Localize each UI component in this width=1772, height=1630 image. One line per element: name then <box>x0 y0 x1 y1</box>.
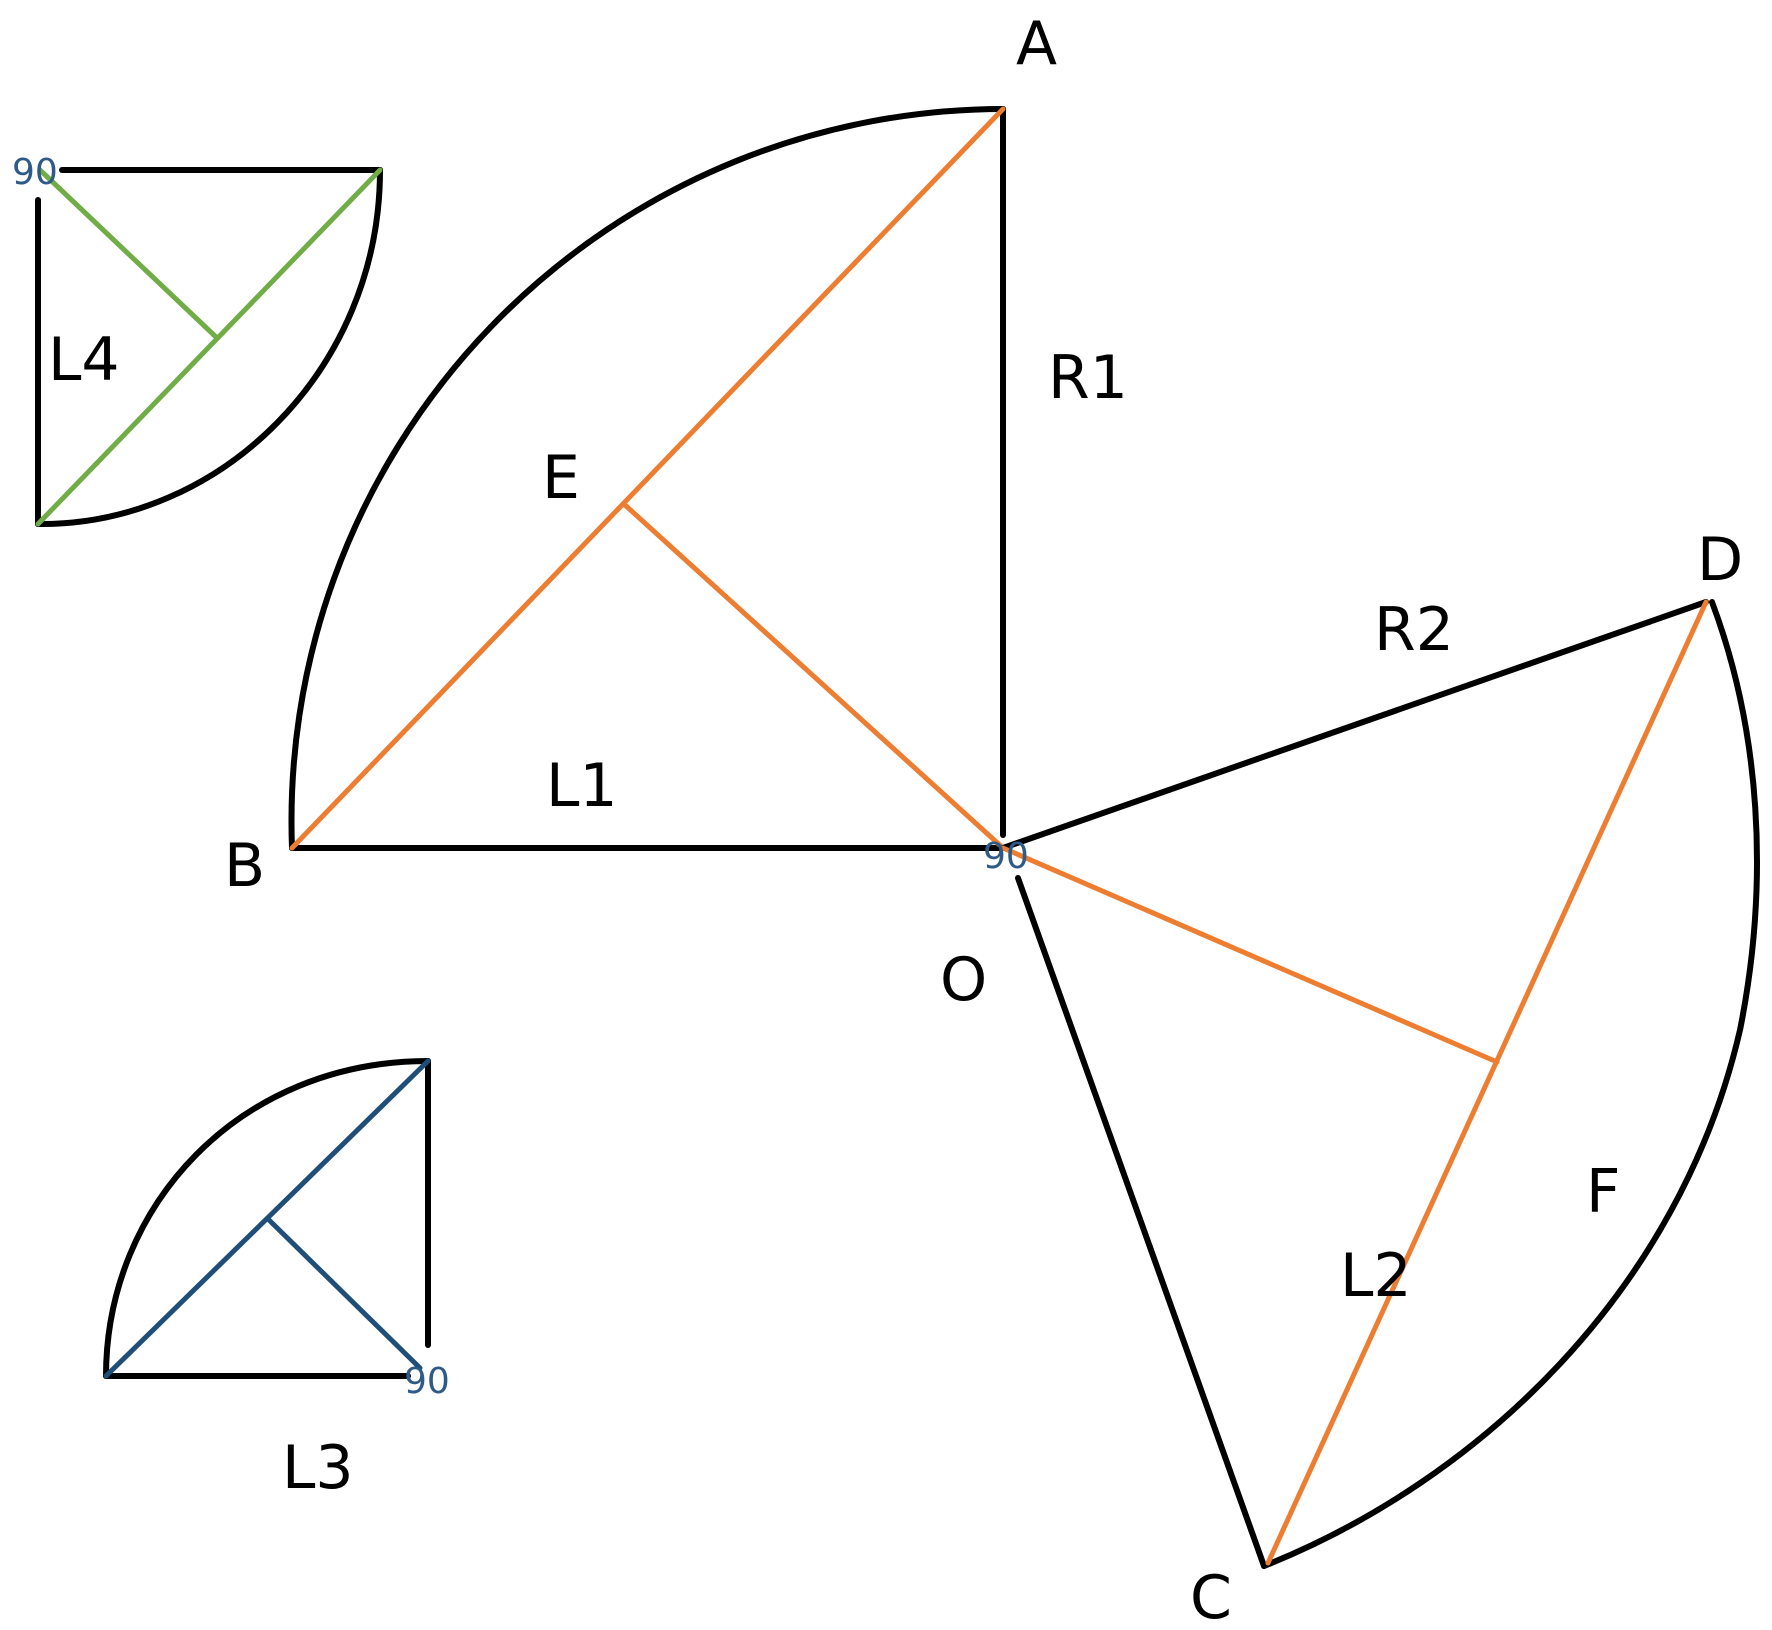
label-e: E <box>542 443 580 513</box>
l4-chord <box>35 167 383 527</box>
label-f: F <box>1586 1157 1621 1227</box>
radius-oc <box>1015 875 1267 1569</box>
radius-od <box>1000 599 1709 851</box>
quarter-sector-oab <box>288 106 1006 851</box>
label-r2: R2 <box>1374 595 1454 665</box>
label-a: A <box>1016 9 1057 79</box>
angle-mark-l4: 90 <box>12 152 58 193</box>
l4-arc <box>35 167 383 528</box>
arc-dc <box>1261 599 1760 1569</box>
label-r1: R1 <box>1048 343 1128 413</box>
arc-ab <box>288 106 1006 851</box>
segment-of <box>1000 845 1500 1065</box>
label-d: D <box>1697 525 1743 595</box>
angle-mark-o: 90 <box>983 836 1029 877</box>
chord-dc <box>1265 599 1709 1566</box>
label-l1: L1 <box>546 751 618 821</box>
small-sector-l3 <box>103 1058 431 1379</box>
label-o: O <box>940 945 987 1015</box>
label-l3: L3 <box>282 1433 354 1503</box>
sector-odc <box>1000 599 1760 1569</box>
label-b: B <box>224 831 265 901</box>
l4-perpendicular <box>37 167 219 340</box>
label-l2: L2 <box>1340 1241 1412 1311</box>
label-c: C <box>1190 1563 1232 1630</box>
angle-mark-l3: 90 <box>404 1361 450 1402</box>
label-l4: L4 <box>48 325 120 395</box>
l3-perpendicular <box>265 1216 423 1371</box>
l3-arc <box>103 1058 431 1379</box>
chord-ab <box>289 106 1006 851</box>
segment-oe <box>622 502 1006 851</box>
small-sector-l4 <box>35 167 383 528</box>
